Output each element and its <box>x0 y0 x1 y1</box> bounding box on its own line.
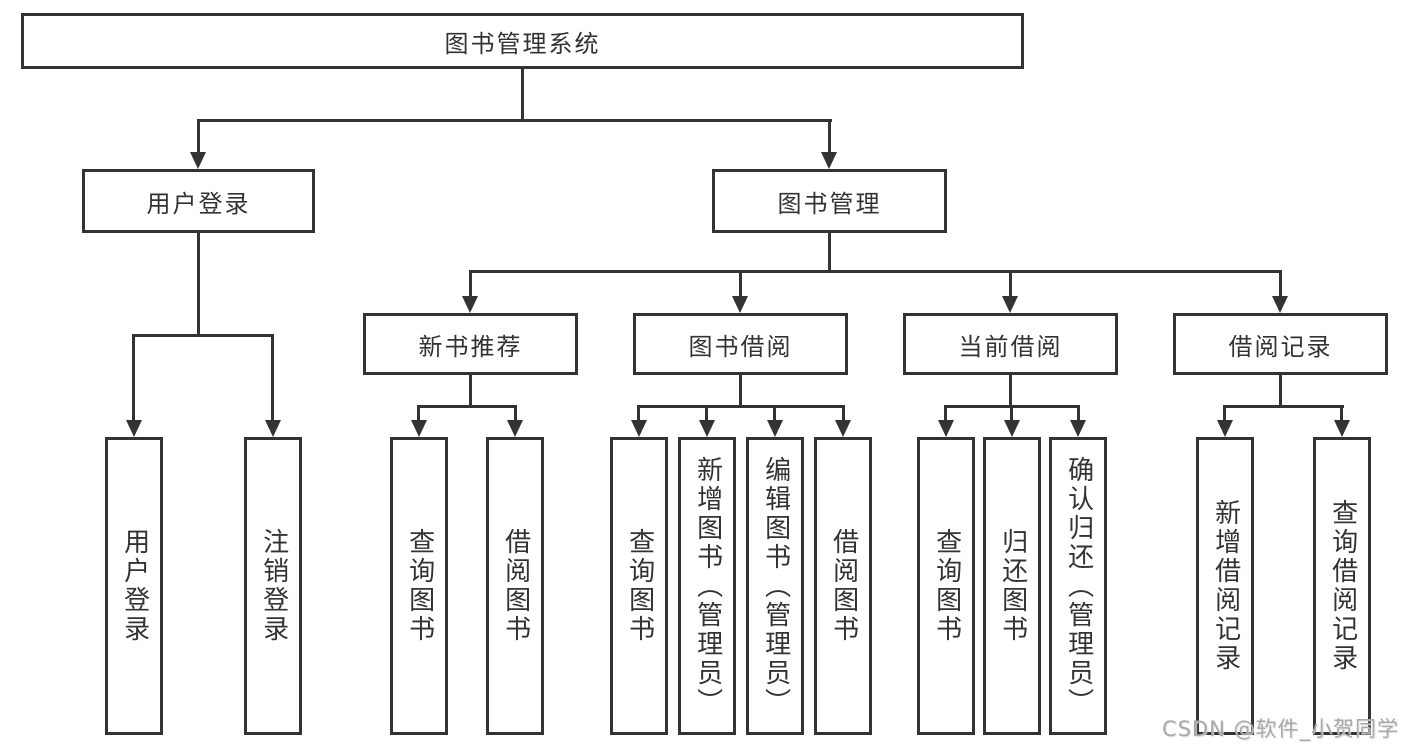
leaf-borrow-borrow-books: 借阅图书 <box>814 437 872 735</box>
connector-line <box>1279 375 1282 407</box>
connector-arrow <box>1334 420 1350 437</box>
connector-line <box>469 270 1282 273</box>
connector-line <box>132 334 274 337</box>
connector-arrow <box>835 420 851 437</box>
connector-line <box>705 407 708 422</box>
node-user-login-label: 用户登录 <box>146 189 251 218</box>
leaf-user-login: 用户登录 <box>105 437 163 735</box>
connector-line <box>828 233 831 272</box>
leaf-user-login-label: 用户登录 <box>119 528 150 644</box>
connector-line <box>739 375 742 407</box>
leaf-borrow-add-books-admin-label: 新增图书（管理员） <box>692 455 723 717</box>
leaf-logout: 注销登录 <box>244 437 302 735</box>
leaf-records-add-record: 新增借阅记录 <box>1196 437 1254 735</box>
connector-arrow <box>821 152 837 169</box>
csdn-watermark: CSDN @软件_小贺同学 <box>1161 717 1399 741</box>
connector-line <box>1009 272 1012 298</box>
connector-arrow <box>1002 296 1018 313</box>
node-book-management: 图书管理 <box>712 169 947 233</box>
leaf-current-query-books: 查询图书 <box>917 437 975 735</box>
connector-line <box>773 407 776 422</box>
leaf-borrow-query-books: 查询图书 <box>610 437 668 735</box>
connector-line <box>271 336 274 421</box>
connector-line <box>1223 407 1226 422</box>
connector-line <box>417 405 517 408</box>
connector-line <box>1010 407 1013 422</box>
connector-line <box>944 405 1080 408</box>
leaf-recommend-borrow-books: 借阅图书 <box>486 437 544 735</box>
node-current-borrowing-label: 当前借阅 <box>958 332 1063 361</box>
node-user-login: 用户登录 <box>82 169 315 233</box>
leaf-borrow-edit-books-admin: 编辑图书（管理员） <box>746 437 804 735</box>
connector-line <box>514 407 517 422</box>
connector-arrow <box>126 420 142 437</box>
leaf-logout-label: 注销登录 <box>258 528 289 644</box>
connector-line <box>469 272 472 298</box>
connector-line <box>469 375 472 407</box>
node-new-book-recommend: 新书推荐 <box>363 313 578 375</box>
leaf-current-confirm-return-admin: 确认归还（管理员） <box>1049 437 1107 735</box>
connector-arrow <box>411 420 427 437</box>
connector-line <box>842 407 845 422</box>
connector-arrow <box>1070 420 1086 437</box>
leaf-recommend-borrow-books-label: 借阅图书 <box>500 528 531 644</box>
connector-line <box>1009 375 1012 407</box>
connector-line <box>521 69 524 121</box>
connector-arrow <box>462 296 478 313</box>
connector-line <box>1077 407 1080 422</box>
node-book-borrowing: 图书借阅 <box>633 313 848 375</box>
connector-line <box>637 405 845 408</box>
connector-line <box>944 407 947 422</box>
connector-arrow <box>699 420 715 437</box>
leaf-recommend-query-books-label: 查询图书 <box>404 528 435 644</box>
leaf-current-return-books-label: 归还图书 <box>997 528 1028 644</box>
leaf-borrow-add-books-admin: 新增图书（管理员） <box>678 437 736 735</box>
node-book-management-label: 图书管理 <box>777 189 882 218</box>
connector-arrow <box>732 296 748 313</box>
connector-line <box>637 407 640 422</box>
node-current-borrowing: 当前借阅 <box>903 313 1118 375</box>
connector-arrow <box>265 420 281 437</box>
connector-line <box>417 407 420 422</box>
connector-line <box>197 233 200 336</box>
leaf-borrow-query-books-label: 查询图书 <box>624 528 655 644</box>
leaf-records-query-record-label: 查询借阅记录 <box>1327 499 1358 673</box>
leaf-borrow-edit-books-admin-label: 编辑图书（管理员） <box>760 455 791 717</box>
leaf-current-query-books-label: 查询图书 <box>931 528 962 644</box>
connector-line <box>197 120 200 153</box>
node-root: 图书管理系统 <box>21 13 1024 69</box>
node-book-borrowing-label: 图书借阅 <box>688 332 793 361</box>
node-new-book-recommend-label: 新书推荐 <box>418 332 523 361</box>
connector-arrow <box>767 420 783 437</box>
connector-arrow <box>938 420 954 437</box>
leaf-current-confirm-return-admin-label: 确认归还（管理员） <box>1063 455 1094 717</box>
connector-line <box>828 120 831 153</box>
leaf-recommend-query-books: 查询图书 <box>390 437 448 735</box>
connector-arrow <box>1272 296 1288 313</box>
leaf-borrow-borrow-books-label: 借阅图书 <box>828 528 859 644</box>
connector-line <box>1223 405 1344 408</box>
connector-arrow <box>190 152 206 169</box>
connector-line <box>132 336 135 421</box>
connector-arrow <box>1004 420 1020 437</box>
connector-line <box>739 272 742 298</box>
connector-arrow <box>1217 420 1233 437</box>
leaf-records-query-record: 查询借阅记录 <box>1313 437 1371 735</box>
connector-line <box>1279 272 1282 298</box>
leaf-records-add-record-label: 新增借阅记录 <box>1210 499 1241 673</box>
node-root-label: 图书管理系统 <box>444 29 601 58</box>
connector-line <box>197 119 832 122</box>
node-borrowing-records: 借阅记录 <box>1173 313 1388 375</box>
connector-line <box>1340 407 1343 422</box>
connector-arrow <box>507 420 523 437</box>
node-borrowing-records-label: 借阅记录 <box>1228 332 1333 361</box>
connector-arrow <box>631 420 647 437</box>
leaf-current-return-books: 归还图书 <box>983 437 1041 735</box>
